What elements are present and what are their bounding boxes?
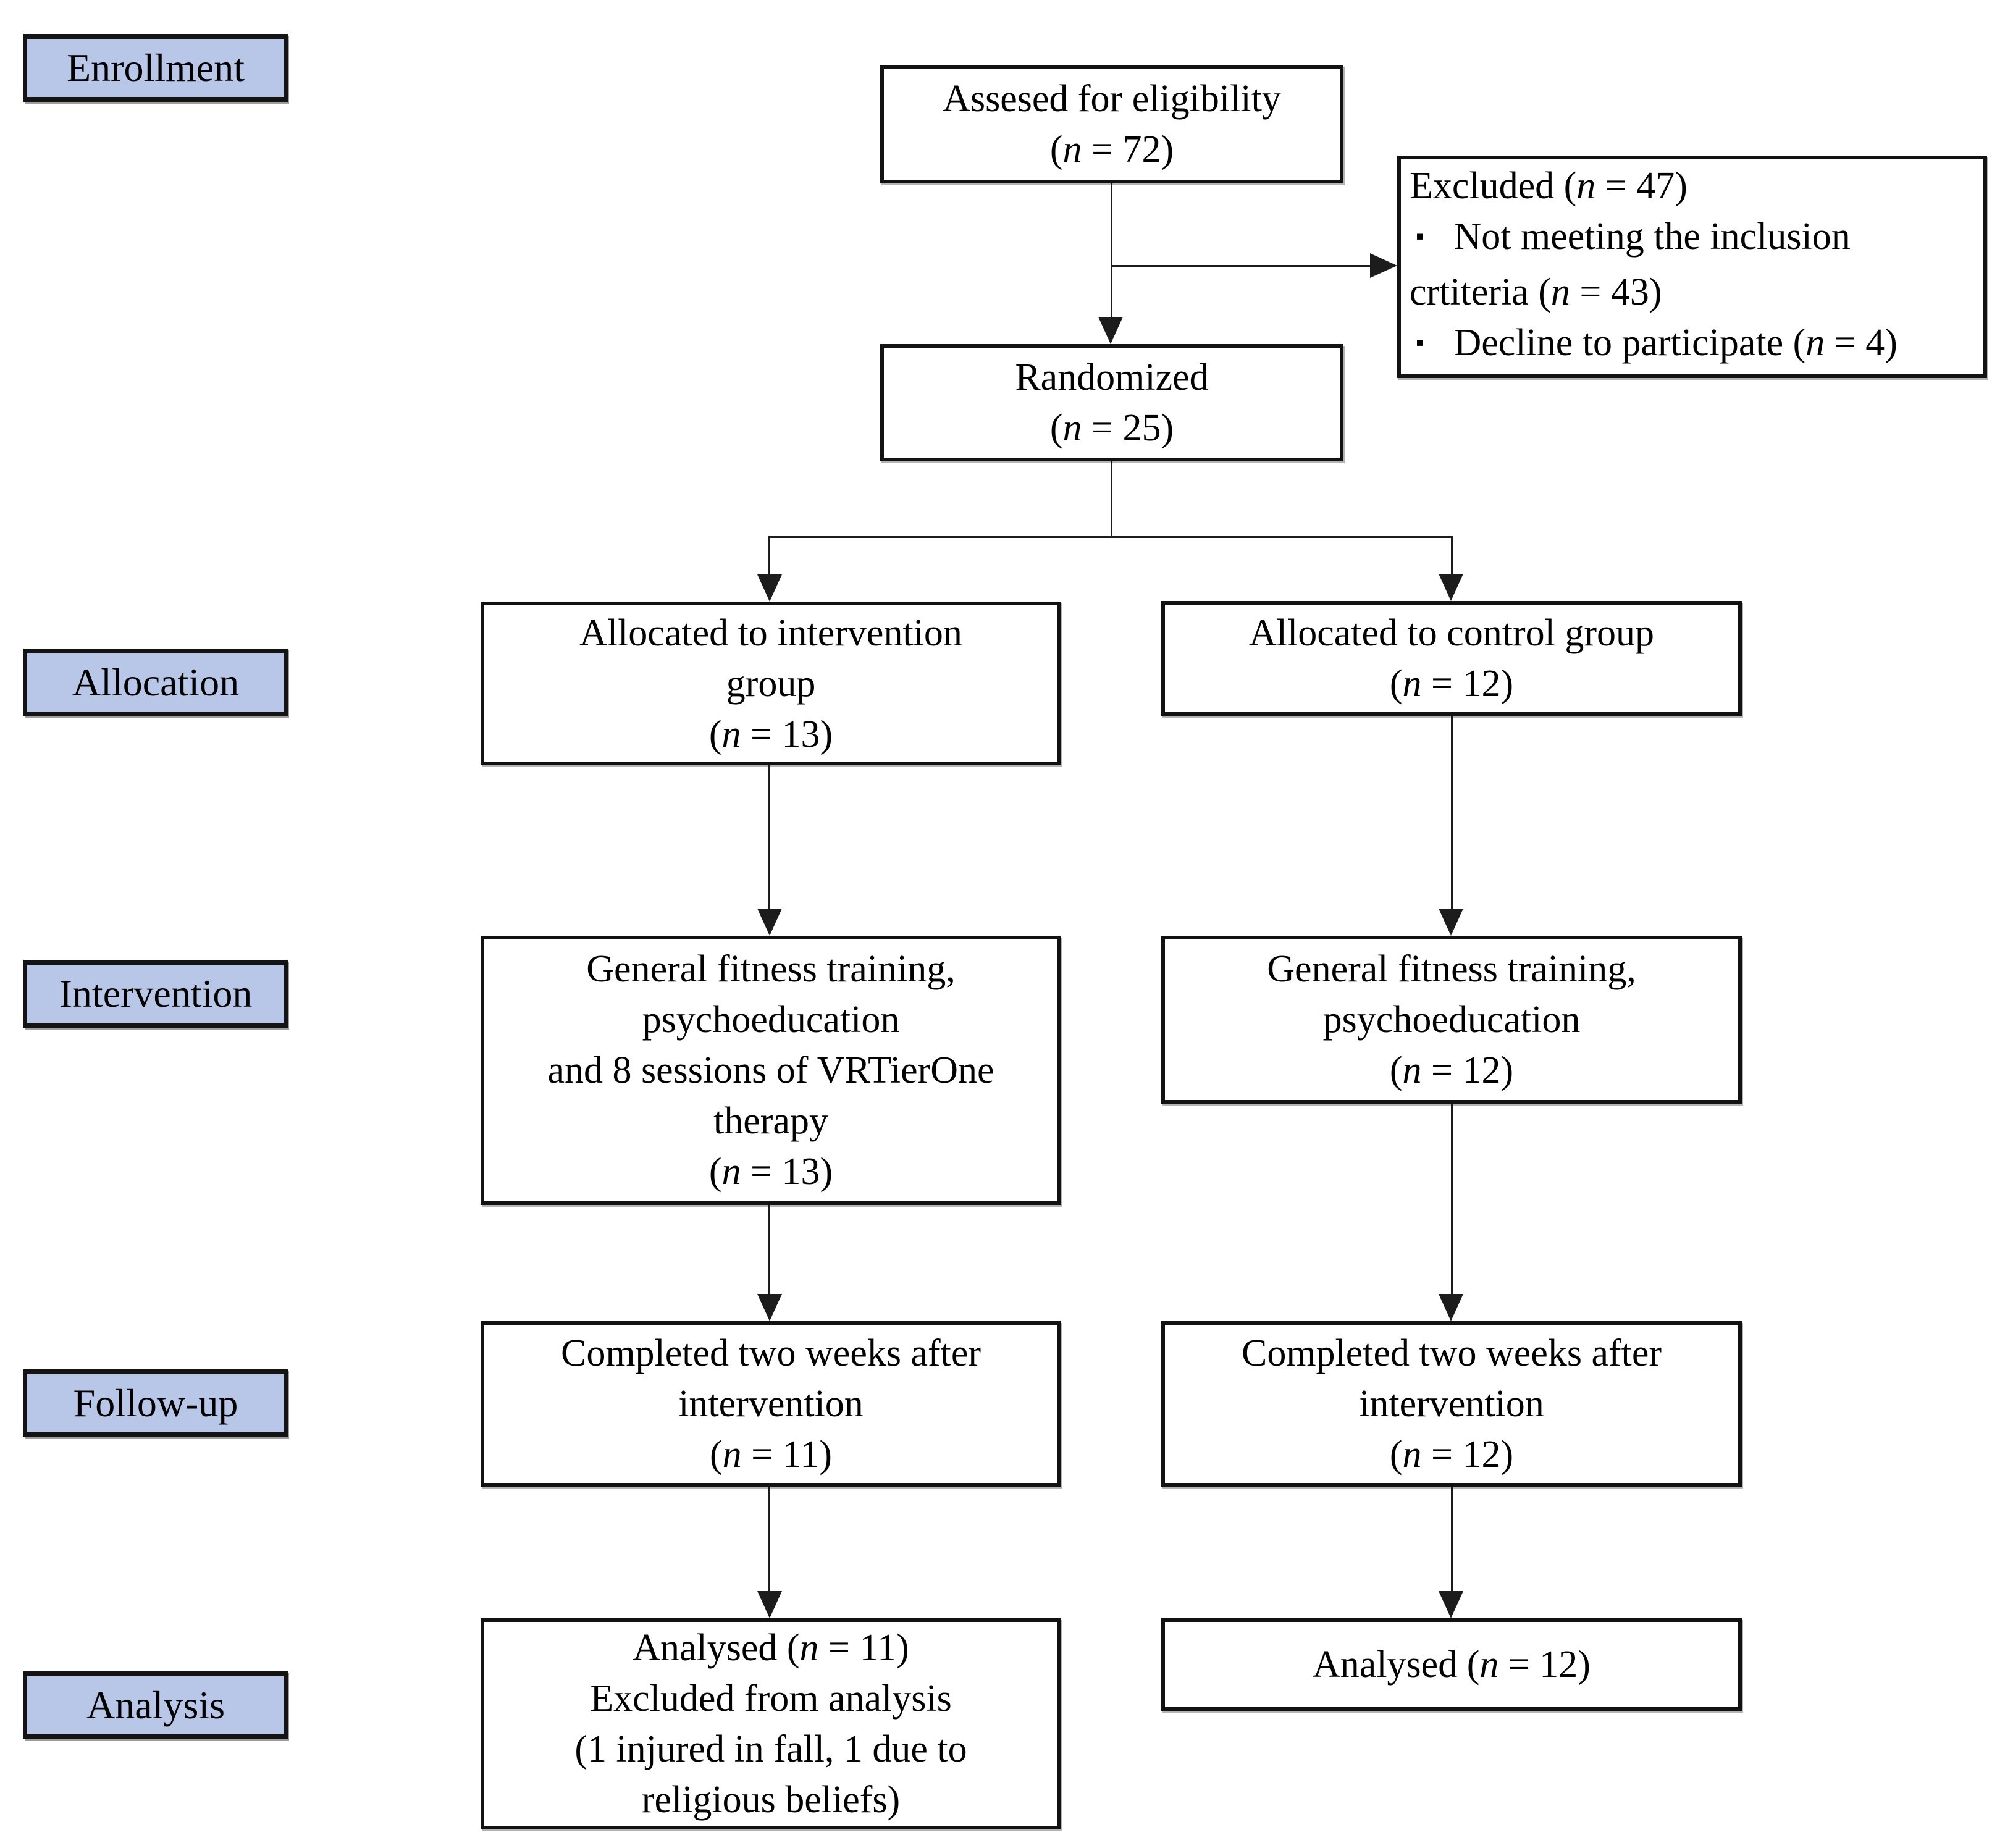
connector-split-to-allocation-left <box>768 536 770 576</box>
connector-allocation-to-intervention-right <box>1451 716 1453 911</box>
node-control-program: General fitness training,psychoeducation… <box>1161 936 1742 1104</box>
node-intervention-program: General fitness training,psychoeducation… <box>481 936 1061 1205</box>
stage-label-allocation: Allocation <box>23 649 288 716</box>
node-randomized: Randomized(n = 25) <box>880 344 1343 461</box>
connector-randomized-to-split <box>1111 461 1112 537</box>
connector-followup-to-analysis-left <box>768 1487 770 1594</box>
connector-intervention-to-followup-left <box>768 1205 770 1296</box>
connector-followup-to-analysis-right <box>1451 1487 1453 1594</box>
arrowhead-allocation-left <box>757 574 782 602</box>
arrowhead-intervention-left <box>757 909 782 936</box>
node-analysis-intervention: Analysed (n = 11)Excluded from analysis(… <box>481 1618 1061 1829</box>
stage-label-enrollment: Enrollment <box>23 34 288 102</box>
stage-label-intervention: Intervention <box>23 960 288 1028</box>
arrowhead-followup-left <box>757 1294 782 1321</box>
connector-split-horizontal <box>768 536 1453 538</box>
arrowhead-excluded <box>1370 253 1397 278</box>
connector-split-to-allocation-right <box>1451 536 1453 575</box>
arrowhead-allocation-right <box>1439 574 1463 601</box>
arrowhead-analysis-left <box>757 1591 782 1618</box>
node-assessed-for-eligibility: Assesed for eligibility(n = 72) <box>880 65 1343 183</box>
node-allocated-control-group: Allocated to control group(n = 12) <box>1161 601 1742 716</box>
stage-label-followup: Follow-up <box>23 1369 288 1437</box>
connector-to-excluded <box>1111 265 1371 267</box>
connector-allocation-to-intervention-left <box>768 765 770 911</box>
node-excluded: Excluded (n = 47)▪Not meeting the inclus… <box>1397 156 1987 378</box>
arrowhead-followup-right <box>1439 1294 1463 1321</box>
stage-label-analysis: Analysis <box>23 1671 288 1739</box>
connector-assessed-to-randomized <box>1111 183 1112 319</box>
arrowhead-intervention-right <box>1439 909 1463 936</box>
connector-intervention-to-followup-right <box>1451 1104 1453 1296</box>
node-analysis-control: Analysed (n = 12) <box>1161 1618 1742 1711</box>
arrowhead-randomized <box>1098 317 1123 344</box>
arrowhead-analysis-right <box>1439 1591 1463 1618</box>
